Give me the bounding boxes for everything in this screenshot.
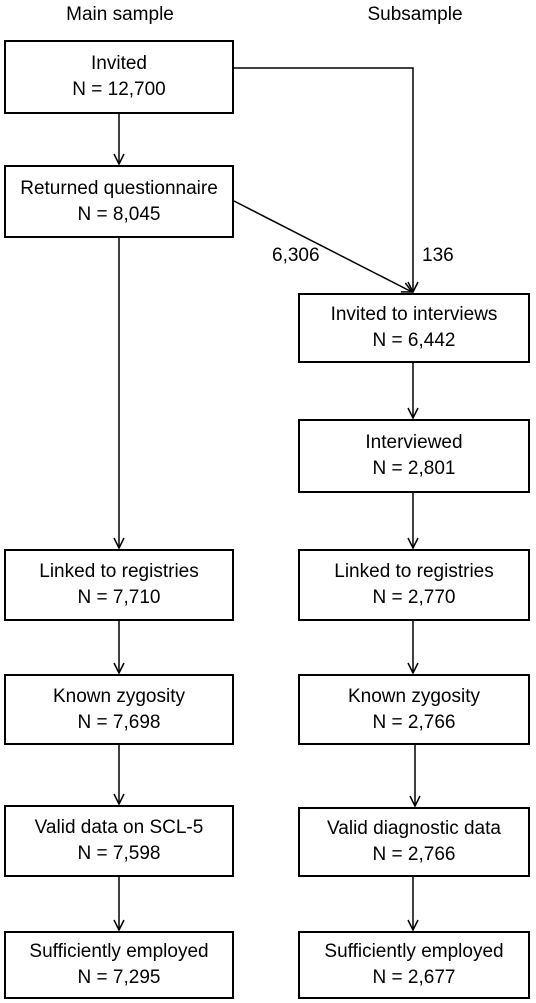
box-main-linked-count: N = 7,710 bbox=[77, 587, 161, 608]
box-main-valid-scl5: Valid data on SCL-5 N = 7,598 bbox=[4, 805, 234, 877]
box-main-valid-label: Valid data on SCL-5 bbox=[34, 817, 204, 838]
box-sub-valid-label: Valid diagnostic data bbox=[327, 818, 501, 839]
box-invited-label: Invited bbox=[91, 53, 147, 74]
box-sub-valid-diagnostic: Valid diagnostic data N = 2,766 bbox=[298, 807, 530, 877]
main-sample-header: Main sample bbox=[66, 4, 174, 25]
box-invited-int-count: N = 6,442 bbox=[372, 330, 456, 351]
arrow-returned-to-interviews bbox=[233, 200, 412, 292]
box-main-linked-registries: Linked to registries N = 7,710 bbox=[4, 549, 234, 621]
box-invited-to-interviews: Invited to interviews N = 6,442 bbox=[298, 293, 530, 363]
box-sub-linked-label: Linked to registries bbox=[334, 561, 494, 582]
box-sub-employed-count: N = 2,677 bbox=[372, 967, 456, 988]
box-returned-label: Returned questionnaire bbox=[20, 177, 218, 199]
box-interviewed-label: Interviewed bbox=[365, 432, 463, 453]
box-sub-zygosity-label: Known zygosity bbox=[347, 685, 480, 707]
edge-label-6306: 6,306 bbox=[272, 245, 320, 266]
box-sub-valid-count: N = 2,766 bbox=[372, 844, 456, 865]
box-main-employed-label: Sufficiently employed bbox=[29, 941, 209, 962]
box-returned-count: N = 8,045 bbox=[77, 203, 161, 225]
box-main-sufficiently-employed: Sufficiently employed N = 7,295 bbox=[4, 931, 234, 999]
box-main-employed-count: N = 7,295 bbox=[77, 967, 161, 988]
box-sub-linked-registries: Linked to registries N = 2,770 bbox=[298, 549, 530, 621]
box-main-valid-count: N = 7,598 bbox=[77, 843, 161, 864]
box-invited: Invited N = 12,700 bbox=[4, 40, 234, 114]
box-sub-zygosity-count: N = 2,766 bbox=[372, 711, 456, 733]
subsample-header: Subsample bbox=[367, 4, 463, 25]
box-main-known-zygosity: Known zygosity N = 7,698 bbox=[4, 674, 234, 745]
box-returned-questionnaire: Returned questionnaire N = 8,045 bbox=[4, 165, 234, 238]
box-main-linked-label: Linked to registries bbox=[39, 561, 199, 582]
edge-label-136: 136 bbox=[422, 245, 454, 266]
arrow-invited-to-interviews bbox=[234, 67, 413, 292]
box-interviewed: Interviewed N = 2,801 bbox=[298, 419, 530, 493]
box-sub-known-zygosity: Known zygosity N = 2,766 bbox=[298, 674, 530, 745]
box-main-zygosity-count: N = 7,698 bbox=[77, 711, 161, 733]
box-main-zygosity-label: Known zygosity bbox=[52, 685, 185, 707]
box-sub-sufficiently-employed: Sufficiently employed N = 2,677 bbox=[298, 931, 530, 999]
box-interviewed-count: N = 2,801 bbox=[372, 458, 456, 479]
box-invited-int-label: Invited to interviews bbox=[330, 304, 498, 325]
box-sub-employed-label: Sufficiently employed bbox=[324, 941, 504, 962]
box-sub-linked-count: N = 2,770 bbox=[372, 587, 456, 608]
box-invited-count: N = 12,700 bbox=[72, 79, 166, 100]
